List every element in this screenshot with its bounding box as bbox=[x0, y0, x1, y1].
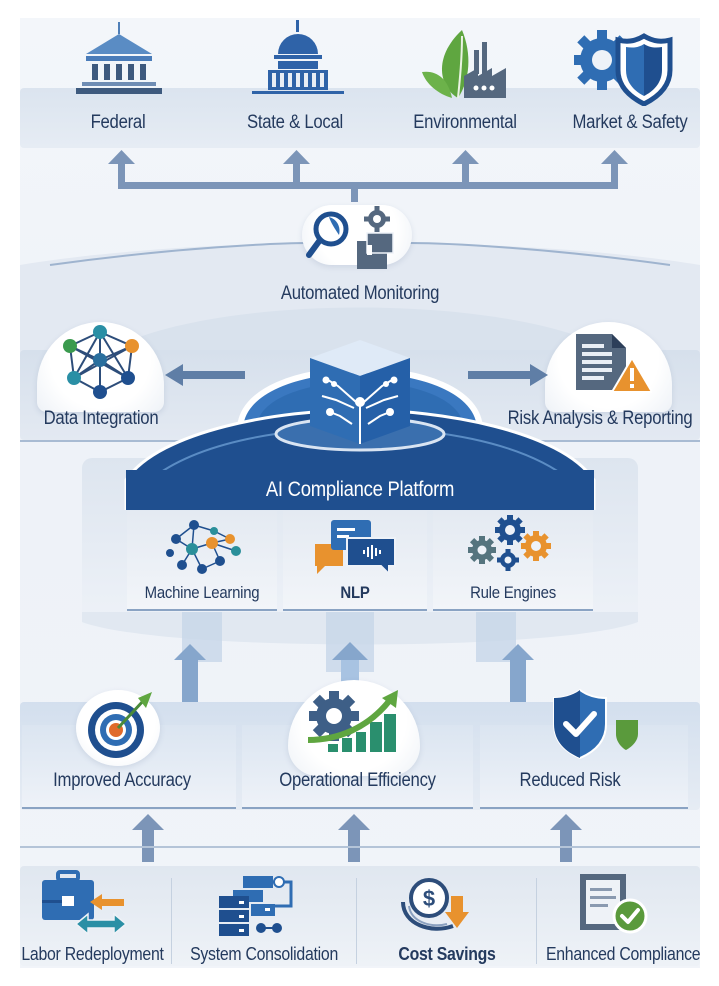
regulator-label-federal: Federal bbox=[90, 112, 146, 133]
data-integration-label: Data Integration bbox=[43, 408, 159, 429]
document-warning-icon bbox=[572, 330, 652, 396]
risk-analysis-label: Risk Analysis & Reporting bbox=[507, 408, 693, 429]
monitoring-label: Automated Monitoring bbox=[280, 283, 440, 304]
outcome-label-cost: Cost Savings bbox=[398, 944, 496, 964]
platform-title-bar bbox=[126, 470, 594, 510]
outcomes-top-divider bbox=[20, 846, 700, 848]
arrows-outcomes-to-benefits bbox=[132, 814, 582, 862]
regulator-label-environmental: Environmental bbox=[413, 112, 517, 133]
outcome-divider-3 bbox=[536, 878, 537, 964]
outcome-divider-1 bbox=[171, 878, 172, 964]
benefit-label-risk: Reduced Risk bbox=[519, 770, 621, 791]
arrow-up-market bbox=[601, 150, 628, 186]
target-icon bbox=[80, 690, 160, 762]
arrow-up-state bbox=[283, 150, 310, 186]
gears-icon bbox=[466, 514, 556, 578]
platform-base-arc bbox=[82, 612, 638, 672]
magnifier-gear-icon bbox=[305, 205, 405, 275]
arrow-left-to-data-integration bbox=[165, 364, 245, 386]
regulator-label-market-safety: Market & Safety bbox=[572, 112, 688, 133]
outcome-label-labor: Labor Redeployment bbox=[21, 944, 164, 964]
capitol-dome-icon bbox=[250, 20, 346, 102]
briefcase-arrows-icon bbox=[40, 870, 130, 936]
gear-growth-icon bbox=[298, 688, 410, 758]
arrow-up-from-outcomes-center bbox=[338, 814, 370, 862]
distribution-arrows bbox=[108, 150, 628, 202]
platform-title: AI Compliance Platform bbox=[265, 478, 455, 501]
regulators-band bbox=[20, 88, 700, 148]
arrow-up-federal bbox=[108, 150, 135, 186]
dollar-down-icon: $ bbox=[397, 872, 481, 938]
outcome-label-consolidation: System Consolidation bbox=[190, 944, 339, 964]
arrow-up-from-outcomes-right bbox=[550, 814, 582, 862]
servers-icon bbox=[217, 874, 307, 936]
shield-check-icon bbox=[550, 688, 646, 760]
arrow-up-from-outcomes-left bbox=[132, 814, 164, 862]
ai-cube-icon bbox=[300, 338, 420, 448]
module-label-rule-engines: Rule Engines bbox=[470, 583, 556, 602]
module-label-nlp: NLP bbox=[340, 583, 370, 602]
federal-building-icon bbox=[70, 22, 168, 102]
benefit-label-efficiency: Operational Efficiency bbox=[279, 770, 436, 791]
arrow-up-environmental bbox=[452, 150, 479, 186]
benefit-label-accuracy: Improved Accuracy bbox=[53, 770, 191, 791]
outcome-label-compliance: Enhanced Compliance bbox=[545, 944, 701, 964]
gear-shield-icon bbox=[574, 30, 674, 106]
chat-bubbles-icon bbox=[313, 518, 399, 576]
outcome-divider-2 bbox=[356, 878, 357, 964]
regulator-label-state-local: State & Local bbox=[246, 112, 344, 133]
neural-network-icon bbox=[164, 517, 244, 577]
document-check-icon bbox=[578, 872, 658, 938]
svg-text:$: $ bbox=[423, 886, 435, 911]
leaf-factory-icon bbox=[420, 28, 512, 100]
network-graph-icon bbox=[52, 322, 152, 402]
module-label-machine-learning: Machine Learning bbox=[144, 583, 260, 602]
arrow-right-to-risk-analysis bbox=[468, 364, 548, 386]
